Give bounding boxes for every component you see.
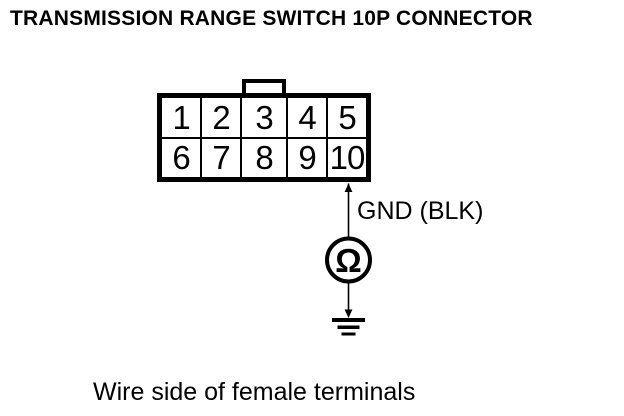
wire-arrow-up-icon bbox=[344, 183, 353, 192]
wire-label-gnd: GND (BLK) bbox=[357, 197, 484, 225]
pin-cell-4: 4 bbox=[288, 98, 326, 137]
connector-body: 1 2 3 4 5 6 7 8 9 10 bbox=[157, 93, 371, 182]
pin-cell-2: 2 bbox=[202, 98, 240, 137]
caption-wire-side: Wire side of female terminals bbox=[93, 378, 416, 406]
pin-cell-10: 10 bbox=[328, 138, 366, 177]
ground-bar-1 bbox=[332, 318, 365, 322]
pin-cell-1: 1 bbox=[162, 98, 200, 137]
ohmmeter-circle-icon bbox=[325, 236, 372, 284]
pin-cell-9: 9 bbox=[288, 138, 326, 177]
pin-cell-8: 8 bbox=[242, 138, 286, 177]
ohm-symbol: Ω bbox=[335, 242, 361, 279]
pin-cell-3: 3 bbox=[242, 98, 286, 137]
ground-symbol-icon bbox=[332, 318, 365, 336]
ground-bar-3 bbox=[341, 332, 356, 336]
page-title: TRANSMISSION RANGE SWITCH 10P CONNECTOR bbox=[10, 7, 533, 30]
pin-cell-7: 7 bbox=[202, 138, 240, 177]
ground-bar-2 bbox=[337, 325, 360, 329]
pin-cell-5: 5 bbox=[328, 98, 366, 137]
wire-arrow-down-icon bbox=[344, 309, 353, 318]
pin-cell-6: 6 bbox=[162, 138, 200, 177]
